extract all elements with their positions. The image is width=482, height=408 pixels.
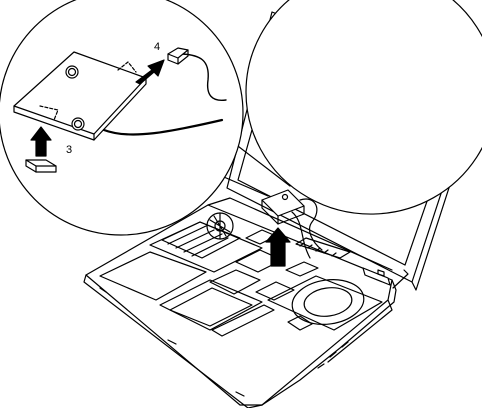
mini-pci-card-installed xyxy=(261,189,323,259)
screw-hole-bottom xyxy=(71,117,85,131)
arrow-icon xyxy=(135,59,165,85)
touchpad-button xyxy=(211,304,275,337)
side-ports xyxy=(317,341,349,369)
arrow-icon xyxy=(265,227,291,267)
speaker-grille xyxy=(267,275,383,331)
antenna-connector xyxy=(167,47,189,65)
card-cap xyxy=(25,159,57,173)
antenna-cable-2 xyxy=(181,53,227,102)
magnifier-circle xyxy=(245,0,482,215)
magnifier-lens xyxy=(0,0,244,236)
step-label-connector: 4 xyxy=(154,41,160,53)
detail-callout xyxy=(0,0,482,236)
antenna-cable xyxy=(102,118,224,136)
hinge-strip xyxy=(207,197,393,271)
base-front-edge xyxy=(83,274,263,408)
arrow-icon xyxy=(30,126,52,157)
step-label-card: 3 xyxy=(66,144,72,156)
internal-components xyxy=(149,212,351,301)
palm-rest-left xyxy=(99,251,207,301)
touchpad xyxy=(159,279,263,331)
screw-hole-top xyxy=(65,65,79,79)
